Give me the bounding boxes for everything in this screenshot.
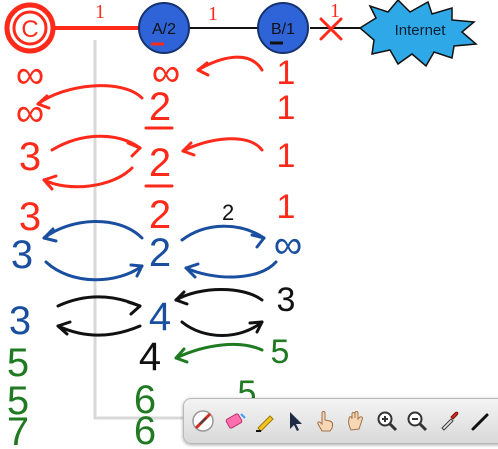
arrow-c-to-a-5-head [129,263,144,278]
a-row-1: ∞ [152,51,181,95]
a-row-2: 2 [149,85,171,129]
column-a-values: ∞ 2 2 2 2 4 4 6 6 [134,51,180,449]
arrow-b-to-a-5 [184,260,278,279]
a-row-6: 4 [149,295,171,339]
broken-link-mark [319,17,343,41]
node-b: B/1 [257,2,309,54]
arrow-a-to-b-5-head [250,233,266,249]
pen-icon [471,413,489,431]
column-c-values: ∞ ∞ 3 3 3 3 5 5 7 [7,53,44,449]
a-row-7: 4 [139,335,161,379]
cost-a-b: 1 [208,3,218,25]
b-row-3: 1 [277,137,296,175]
zoom-out-icon [407,411,428,432]
tool-eraser[interactable] [220,406,250,436]
column-b-values: 1 1 1 1 ∞ 3 5 5 [238,54,303,412]
hand-grab-icon [348,411,363,431]
eraser-icon [225,413,246,429]
b-row-7: 5 [271,333,290,371]
arrow-b-to-a-6 [174,288,264,302]
arrow-c-to-a-5 [44,260,144,282]
arrow-c-to-a-6-head [126,300,142,316]
arrow-a-to-b-6 [180,320,264,337]
tool-pointer[interactable] [280,406,310,436]
a-row-8: 6 [134,378,156,422]
arrow-a-to-b-5 [180,224,266,242]
c-row-5: 3 [11,233,33,277]
zoom-in-icon [377,411,398,432]
arrow-a-to-c-3 [42,166,134,189]
a-row-5: 2 [149,231,171,275]
c-row-8: 5 [7,379,29,423]
c-row-6: 3 [9,299,31,343]
internet-label: Internet [395,22,447,39]
arrow-a-to-c-6 [56,324,142,337]
highlighter-icon [256,415,274,432]
c-row-9: 7 [7,410,29,449]
b-row-6: 3 [277,281,296,319]
c-row-2: ∞ [16,91,45,135]
pointer-icon [290,412,302,431]
arrow-a-to-c-6-head [56,320,72,336]
arrow-b-to-a-1-head [196,61,210,77]
a-row-3: 2 [149,141,171,185]
internet-cloud: Internet [358,0,478,68]
arrow-b-to-a-3-head [181,141,196,157]
annotation-ab-cost: 2 [222,200,234,225]
hand-pointer-icon [317,411,334,432]
cost-b-internet: 1 [330,0,340,22]
node-a: A/2 [138,2,190,54]
tool-no-pen[interactable] [188,406,218,436]
node-c: C [4,2,56,54]
tool-zoom-in[interactable] [372,406,402,436]
node-c-label: C [21,16,38,43]
b-row-5: ∞ [274,223,303,267]
column-a-underlines [144,126,174,188]
arrow-b-to-a-5-head [184,262,200,279]
a-row-9: 6 [134,409,156,449]
arrow-b-to-a-7-head [174,347,189,364]
b-row-2: 1 [277,89,296,127]
guide-line [93,40,190,420]
arrow-a-to-c-2 [36,84,144,106]
b-row-1: 1 [277,54,296,92]
arrow-b-to-a-3 [181,137,264,153]
c-row-7: 5 [7,341,29,385]
cost-c-a: 1 [95,1,105,23]
c-row-1: ∞ [16,53,45,97]
arrow-a-to-c-5-head [42,227,58,243]
tool-pen[interactable] [466,406,496,436]
tool-highlighter[interactable] [250,406,280,436]
arrow-b-to-a-6-head [174,290,189,306]
a-row-4: 2 [149,193,171,237]
node-b-label: B/1 [271,21,295,38]
arrow-c-to-a-3-head [126,141,142,158]
pipette-icon [441,411,459,431]
c-row-4: 3 [19,195,41,239]
no-pen-icon [192,410,214,432]
tool-zoom-out[interactable] [402,406,432,436]
arrow-b-to-a-7 [174,342,264,360]
arrow-a-to-c-3-head [42,174,58,191]
pen-toolbar [183,398,498,444]
tool-hand-pointer[interactable] [310,406,340,436]
arrow-a-to-b-6-head [248,320,264,334]
arrow-a-to-c-5 [42,220,144,240]
node-a-label: A/2 [152,21,176,38]
c-row-3: 3 [19,135,41,179]
tool-hand-grab[interactable] [340,406,370,436]
tool-pipette[interactable] [434,406,464,436]
arrow-a-to-c-2-head [36,94,51,110]
b-row-4: 1 [277,188,296,226]
